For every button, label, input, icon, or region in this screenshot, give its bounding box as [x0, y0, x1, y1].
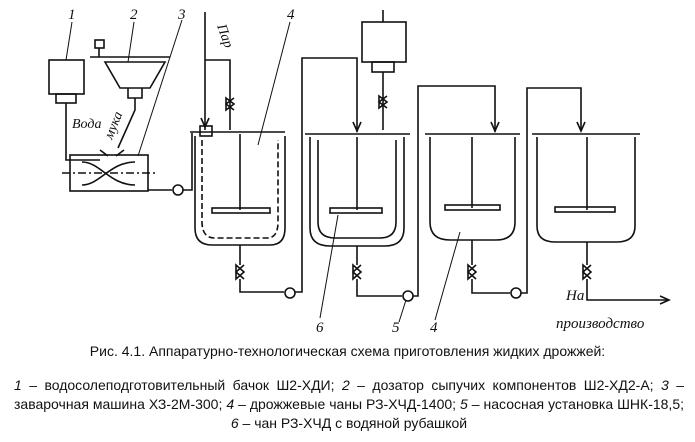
yeast-tank-d [532, 133, 671, 305]
legend-item: 4 – дрожжевые чаны РЗ-ХЧД-1400; [226, 396, 461, 412]
callout-leaders [65, 19, 461, 323]
legend-item: 2 – дозатор сыпучих компонентов Ш2-ХД2-А… [341, 377, 661, 393]
callout-3: 3 [177, 7, 186, 23]
callout-6: 6 [316, 320, 324, 336]
water-salt-tank [48, 59, 100, 161]
jacketed-tank-6 [190, 57, 362, 299]
yeast-tank-c [425, 87, 586, 299]
callout-4-top: 4 [287, 7, 295, 23]
steam-line [199, 12, 236, 137]
to-production-label-2: производство [556, 316, 645, 332]
motor-unit [361, 10, 407, 130]
yeast-tank-b [305, 85, 500, 302]
steam-label: Пар [213, 21, 236, 50]
figure-legend: 1 – водосолеподготовительный бачок Ш2-ХД… [14, 376, 684, 433]
callout-1: 1 [68, 7, 76, 23]
callout-5: 5 [392, 320, 400, 336]
legend-item: 5 – насосная установка ШНК-18,5; [460, 396, 684, 412]
process-flow-diagram: 1 2 3 4 6 5 4 Пар Вода мука На производс… [48, 7, 671, 336]
callout-2: 2 [130, 7, 138, 23]
legend-item: 3 – заварочная машина ХЗ-2М-300; [14, 377, 684, 412]
legend-item: 1 – водосолеподготовительный бачок Ш2-ХД… [14, 377, 342, 393]
brewing-machine [62, 133, 193, 196]
legend-item: 6 – чан РЗ-ХЧД с водяной рубашкой [230, 415, 468, 431]
callout-4-bottom: 4 [430, 320, 438, 336]
water-label: Вода [72, 117, 101, 132]
bulk-dispenser [90, 39, 170, 149]
figure-title: Рис. 4.1. Аппаратурно-технологическая сх… [89, 343, 606, 359]
to-production-label-1: На [565, 288, 584, 304]
